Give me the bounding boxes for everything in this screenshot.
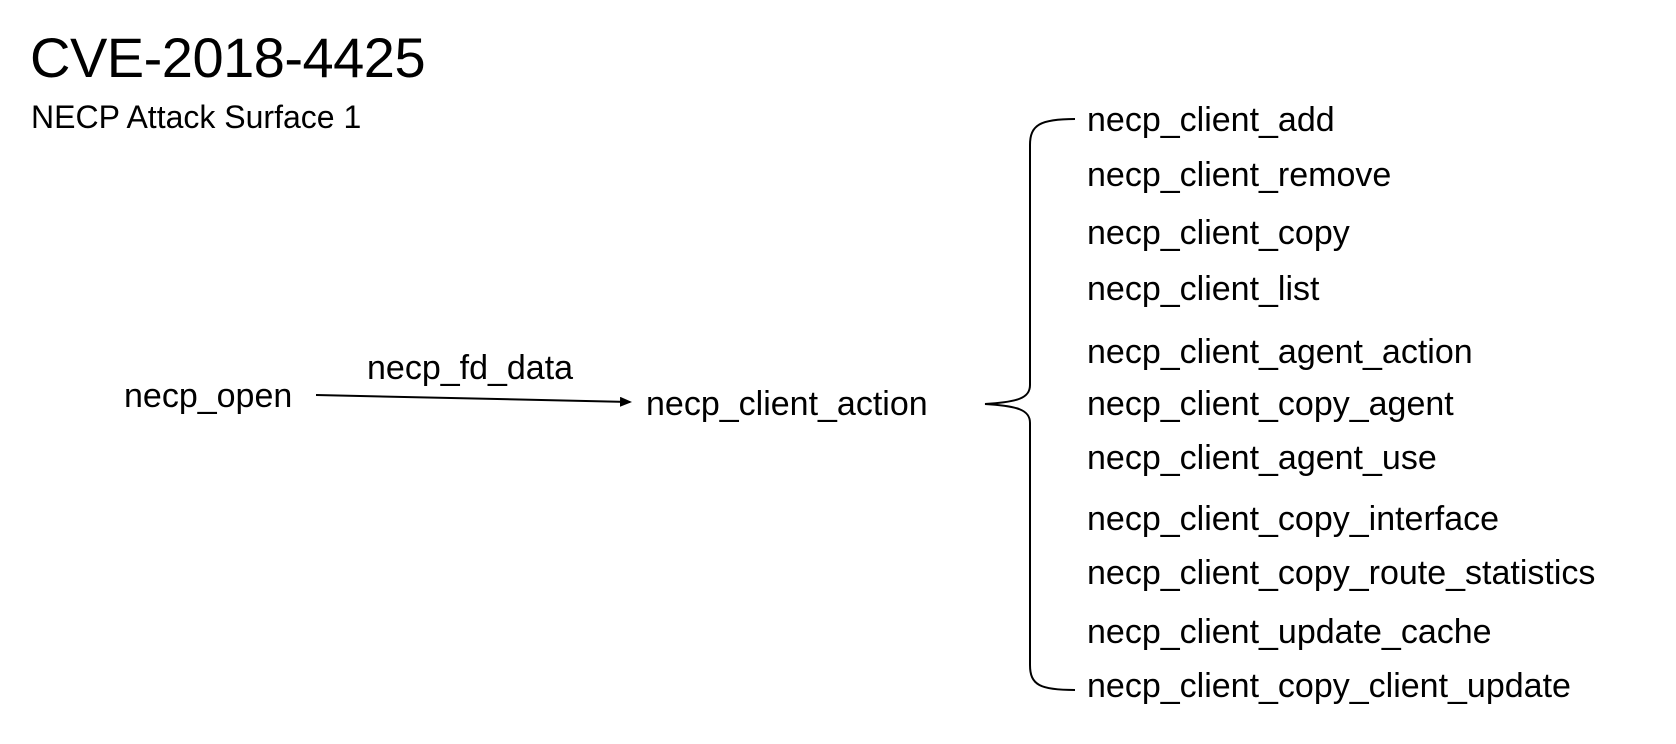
list-item: necp_client_copy_route_statistics xyxy=(1087,554,1596,592)
list-item: necp_client_copy_client_update xyxy=(1087,667,1571,705)
list-item: necp_client_copy xyxy=(1087,214,1350,252)
list-item: necp_client_add xyxy=(1087,101,1335,139)
necp-open-node: necp_open xyxy=(124,377,293,415)
list-item: necp_client_update_cache xyxy=(1087,613,1492,651)
list-item: necp_client_copy_agent xyxy=(1087,385,1454,423)
actions-brace xyxy=(984,118,1076,691)
page-title: CVE-2018-4425 xyxy=(30,26,426,89)
list-item: necp_client_list xyxy=(1087,270,1320,308)
action-list: necp_client_add necp_client_remove necp_… xyxy=(1087,0,1676,744)
flow-arrow xyxy=(315,394,632,407)
necp-client-action-node: necp_client_action xyxy=(646,385,928,423)
edge-label: necp_fd_data xyxy=(367,349,574,387)
list-item: necp_client_agent_action xyxy=(1087,333,1473,371)
list-item: necp_client_copy_interface xyxy=(1087,500,1500,538)
list-item: necp_client_agent_use xyxy=(1087,439,1437,477)
page-subtitle: NECP Attack Surface 1 xyxy=(31,99,362,135)
list-item: necp_client_remove xyxy=(1087,156,1392,194)
